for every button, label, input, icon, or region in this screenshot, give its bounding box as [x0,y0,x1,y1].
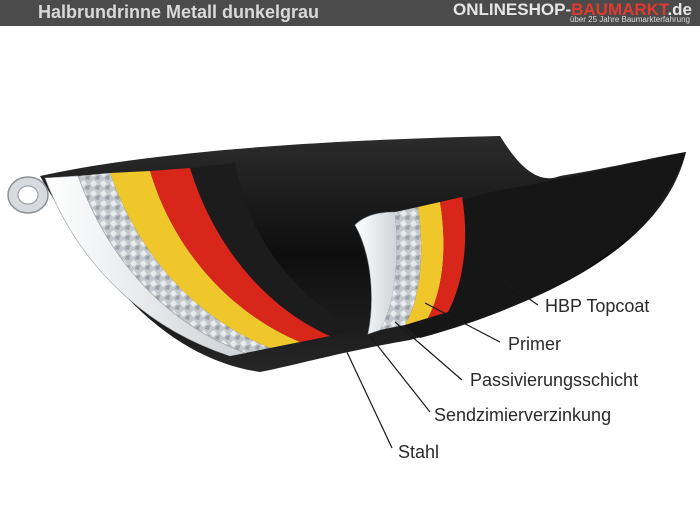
product-title: Halbrundrinne Metall dunkelgrau [38,2,320,22]
label-topcoat: HBP Topcoat [545,296,650,316]
label-primer: Primer [508,334,561,354]
label-passivation: Passivierungsschicht [470,370,639,390]
brand-main: ONLINESHOP- [453,0,572,19]
layer-primer [150,168,330,342]
brand-accent: BAUMARKT [571,0,668,19]
layer-galvanizing [78,173,270,353]
shop-tagline: über 25 Jahre Baumarkterfahrung [569,15,690,24]
layer-passivation [110,171,300,348]
title-bar: Halbrundrinne Metall dunkelgrau ONLINESH… [0,0,700,26]
label-steel: Stahl [398,442,440,462]
layer-steel [44,175,247,357]
gutter-layer-illustration [7,136,686,449]
brand-suffix: .de [667,0,692,19]
shop-logo: ONLINESHOP-BAUMARKT.de [453,1,692,19]
leader-lines [344,271,539,449]
label-galvanizing: Sendzimierverzinkung [434,405,612,425]
layer-topcoat [190,163,360,336]
